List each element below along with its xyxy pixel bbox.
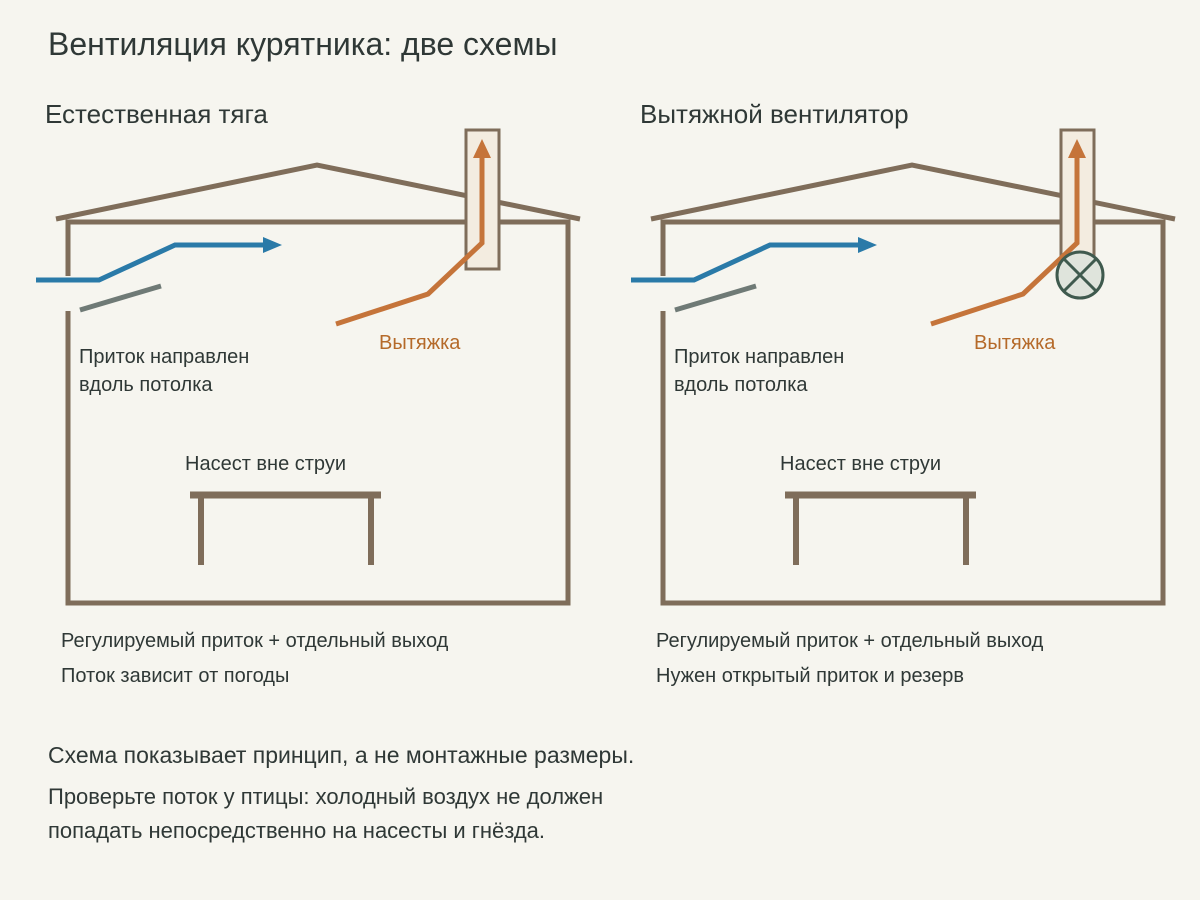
- footer-disclaimer: Схема показывает принцип, а не монтажные…: [48, 742, 635, 768]
- coop-wall: [660, 219, 1166, 606]
- panel-note: Нужен открытый приток и резерв: [656, 665, 964, 687]
- panel-natural-draft: Естественная тяга Приток направлен вдоль…: [0, 0, 600, 720]
- coop-diagram: [631, 128, 1176, 606]
- footer-advice: попадать непосредственно на насесты и гн…: [48, 818, 546, 843]
- perch-label: Насест вне струи: [185, 453, 346, 475]
- panel-note: Поток зависит от погоды: [61, 665, 290, 687]
- coop-wall: [65, 219, 571, 606]
- intake-arrowhead: [858, 237, 877, 253]
- panel-exhaust-fan: Вытяжной вентилятор Приток направлен вдо…: [595, 0, 1195, 720]
- intake-flap: [79, 283, 162, 313]
- exhaust-flow-arrow: [930, 156, 1080, 327]
- panel-note: Регулируемый приток + отдельный выход: [61, 630, 449, 652]
- intake-flow-arrow: [631, 242, 860, 283]
- perch-label: Насест вне струи: [780, 453, 941, 475]
- coop-diagram: [36, 128, 581, 606]
- intake-label: Приток направлен вдоль потолка: [79, 346, 250, 396]
- intake-label: Приток направлен вдоль потолка: [674, 346, 845, 396]
- exhaust-flow-arrow: [335, 156, 485, 327]
- panel-note: Регулируемый приток + отдельный выход: [656, 630, 1044, 652]
- intake-flap: [674, 283, 757, 313]
- panel-title: Естественная тяга: [45, 99, 268, 129]
- exhaust-label: Вытяжка: [974, 332, 1056, 354]
- panel-title: Вытяжной вентилятор: [640, 99, 909, 129]
- intake-arrowhead: [263, 237, 282, 253]
- exhaust-label: Вытяжка: [379, 332, 461, 354]
- exhaust-arrowhead: [473, 139, 491, 158]
- fan-icon: [1055, 250, 1105, 300]
- footer-advice: Проверьте поток у птицы: холодный воздух…: [48, 784, 604, 809]
- roof: [650, 162, 1176, 222]
- exhaust-arrowhead: [1068, 139, 1086, 158]
- page-title: Вентиляция курятника: две схемы: [48, 26, 558, 62]
- intake-flow-arrow: [36, 242, 265, 283]
- roof: [55, 162, 581, 222]
